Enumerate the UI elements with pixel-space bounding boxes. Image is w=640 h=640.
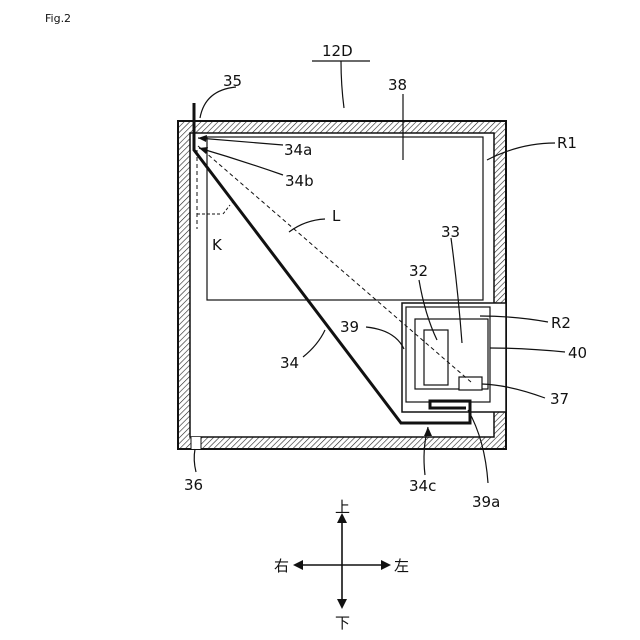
ref-r2: R2 (551, 314, 571, 332)
ref-39a: 39a (472, 493, 500, 511)
leader-34 (303, 330, 325, 357)
leader-35 (200, 87, 236, 118)
arrow-down-icon (337, 599, 347, 609)
leader-39 (366, 327, 404, 349)
direction-compass: 上 下 右 左 (274, 498, 409, 632)
ref-34c: 34c (409, 477, 436, 495)
ref-40: 40 (568, 344, 587, 362)
leader-36 (194, 449, 196, 472)
ref-l: L (332, 207, 341, 225)
ref-39: 39 (340, 318, 359, 336)
device-leader (341, 61, 344, 108)
ref-36: 36 (184, 476, 203, 494)
device-label: 12D (322, 42, 353, 60)
direction-up: 上 (335, 498, 350, 516)
ref-32: 32 (409, 262, 428, 280)
arrow-right-word-icon (293, 560, 303, 570)
ref-33: 33 (441, 223, 460, 241)
ref-k: K (212, 236, 223, 254)
arrow-left-word-icon (381, 560, 391, 570)
ref-34: 34 (280, 354, 299, 372)
figure-label: Fig.2 (45, 12, 71, 25)
panel-38 (207, 137, 483, 300)
ref-34b: 34b (285, 172, 314, 190)
opening-36 (191, 437, 201, 449)
ref-34a: 34a (284, 141, 312, 159)
sensor-37 (459, 377, 482, 390)
ref-35: 35 (223, 72, 242, 90)
direction-left: 左 (394, 557, 409, 575)
ref-38: 38 (388, 76, 407, 94)
angle-k-mark (197, 202, 238, 214)
ref-r1: R1 (557, 134, 577, 152)
leader-l (289, 219, 325, 232)
direction-right: 右 (274, 557, 289, 575)
direction-down: 下 (335, 614, 350, 632)
ref-37: 37 (550, 390, 569, 408)
